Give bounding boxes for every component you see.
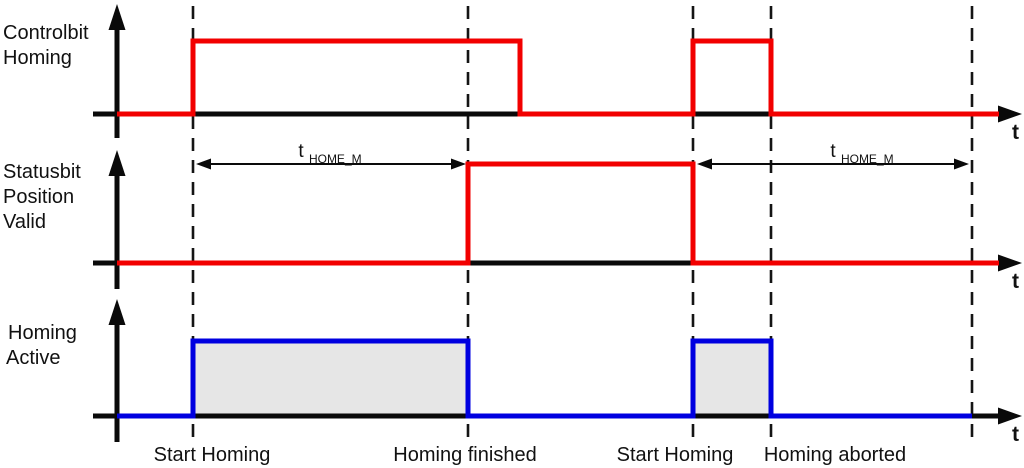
time-axis-arrowhead-icon [998, 254, 1022, 272]
track-label-homing-active: Homing Active [6, 322, 82, 369]
track-label-statusbit-position-valid: Statusbit Position Valid [3, 161, 86, 233]
value-axis-arrowhead-icon [108, 150, 126, 176]
time-axis-arrowhead-icon [998, 407, 1022, 425]
track-label-line: Homing [8, 322, 77, 344]
measure-label-main: t [298, 141, 304, 162]
time-axis-label-middle: t [1012, 270, 1019, 293]
track-label-line: Valid [3, 211, 46, 233]
track-label-controlbit-homing: Controlbit Homing [3, 22, 94, 69]
measure-arrowhead-right-icon [954, 158, 969, 170]
measure-label-t-home-m-1: t HOME_M [298, 141, 361, 166]
measure-label-subscript: HOME_M [309, 152, 362, 166]
event-label-homing-finished: Homing finished [393, 444, 536, 466]
homing-active-active-fill [193, 341, 468, 416]
statusbit-position-valid-signal-waveform [117, 161, 999, 266]
measure-label-main: t [830, 141, 836, 162]
time-axis-arrowhead-icon [998, 105, 1022, 123]
measure-arrowhead-right-icon [451, 158, 466, 170]
value-axis-arrowhead-icon [108, 299, 126, 325]
time-axis-label-top: t [1012, 121, 1019, 144]
measure-label-subscript: HOME_M [841, 152, 894, 166]
track-label-line: Controlbit [3, 22, 89, 44]
track-label-line: Active [6, 347, 60, 369]
homing-active-active-fill [693, 341, 771, 416]
event-label-homing-aborted: Homing aborted [764, 444, 906, 466]
controlbit-homing-signal-waveform [117, 38, 999, 117]
measure-label-t-home-m-2: t HOME_M [830, 141, 893, 166]
homing-active-signal-waveform [117, 338, 972, 419]
event-label-start-homing-2: Start Homing [617, 444, 734, 466]
measure-arrowhead-left-icon [196, 158, 211, 170]
track-label-line: Homing [3, 47, 72, 69]
measure-arrowhead-left-icon [697, 158, 712, 170]
time-axis-label-bottom: t [1012, 423, 1019, 446]
event-label-start-homing-1: Start Homing [154, 444, 271, 466]
value-axis-arrowhead-icon [108, 4, 126, 30]
track-label-line: Statusbit [3, 161, 81, 183]
track-label-line: Position [3, 186, 74, 208]
